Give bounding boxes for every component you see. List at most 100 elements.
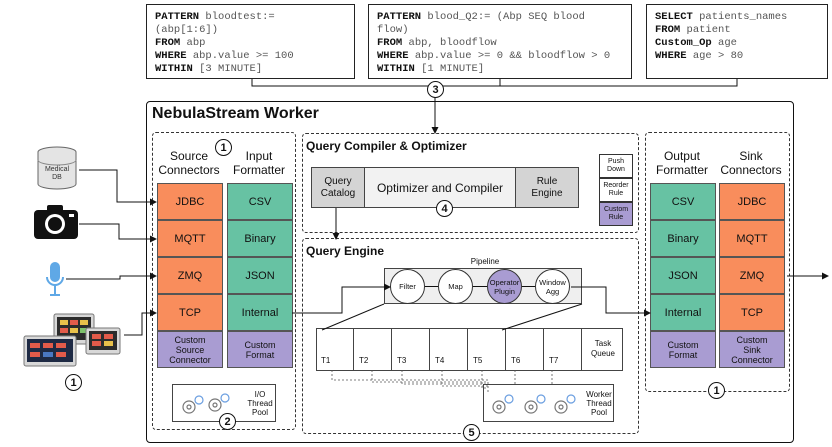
task-cell: T5 — [468, 328, 506, 371]
source-connectors-title: Source Connectors — [158, 149, 220, 177]
rule-reorder: Reorder Rule — [599, 178, 633, 202]
query-compiler-title: Query Compiler & Optimizer — [306, 139, 467, 153]
query-text: patient — [680, 24, 731, 36]
query-line: WITHIN [3 MINUTE] — [155, 63, 346, 76]
task-cell: T7 — [544, 328, 582, 371]
output-format-1: Binary — [650, 220, 716, 257]
pipeline-operator-1: Map — [438, 269, 473, 304]
marker-5: 5 — [463, 424, 480, 441]
worker-title: NebulaStream Worker — [152, 105, 319, 122]
pipeline-label: Pipeline — [470, 256, 500, 266]
camera-icon — [33, 204, 79, 240]
query-line: PATTERN bloodtest:= — [155, 11, 346, 24]
query-keyword: SELECT — [655, 11, 693, 23]
query-text: [1 MINUTE] — [414, 63, 485, 75]
query-text: bloodtest:= — [199, 11, 275, 23]
query-line: FROM patient — [655, 24, 819, 37]
pipeline-link — [425, 286, 438, 287]
query-keyword: FROM — [655, 24, 681, 36]
task-queue-box — [316, 328, 623, 371]
gear-icons-worker — [492, 400, 568, 414]
query-text: patients_names — [692, 11, 788, 23]
query-text: [3 MINUTE] — [192, 63, 263, 75]
query-catalog: Query Catalog — [311, 167, 365, 208]
query-text: age > 80 — [686, 50, 744, 62]
output-formatter-title: Output Formatter — [655, 149, 708, 177]
task-cell: T3 — [392, 328, 430, 371]
query-line: flow) — [377, 24, 623, 37]
patient-monitors-icon — [22, 312, 124, 368]
query-text: age — [711, 37, 737, 49]
query-engine-title: Query Engine — [306, 244, 385, 258]
query-text: abp, bloodflow — [402, 37, 497, 49]
source-connector-0: JDBC — [157, 183, 223, 220]
task-cell: T6 — [506, 328, 544, 371]
task-cell: T4 — [430, 328, 468, 371]
query-line: Custom_Op age — [655, 37, 819, 50]
pipeline-operator-3: Window Agg — [535, 269, 570, 304]
source-connector-1: MQTT — [157, 220, 223, 257]
rule-engine: Rule Engine — [515, 167, 579, 208]
query-line: PATTERN blood_Q2:= (Abp SEQ blood — [377, 11, 623, 24]
query-line: WITHIN [1 MINUTE] — [377, 63, 623, 76]
sink-connector-1: MQTT — [719, 220, 785, 257]
optimizer-and-compiler: Optimizer and Compiler — [376, 180, 504, 195]
worker-thread-pool-box — [483, 384, 614, 422]
query-text: flow) — [377, 24, 409, 36]
pipeline-link — [473, 286, 487, 287]
marker-4: 4 — [436, 200, 453, 217]
sink-connector-0: JDBC — [719, 183, 785, 220]
query-keyword: WHERE — [155, 50, 187, 62]
input-format-0: CSV — [227, 183, 293, 220]
query-line: WHERE abp.value >= 100 — [155, 50, 346, 63]
output-format-0: CSV — [650, 183, 716, 220]
query-keyword: FROM — [155, 37, 181, 49]
task-cell: T2 — [354, 328, 392, 371]
source-connector-4: Custom Source Connector — [157, 331, 223, 368]
query-line: WHERE abp.value >= 0 && bloodflow > 0 — [377, 50, 623, 63]
input-format-4: Custom Format — [227, 331, 293, 368]
task-cell: T1 — [316, 328, 354, 371]
query-line: FROM abp, bloodflow — [377, 37, 623, 50]
output-format-3: Internal — [650, 294, 716, 331]
io-thread-pool-label: I/O Thread Pool — [247, 389, 273, 417]
query-text: abp — [180, 37, 206, 49]
query-keyword: FROM — [377, 37, 403, 49]
microphone-icon — [45, 261, 65, 297]
output-format-4: Custom Format — [650, 331, 716, 368]
marker-1-sources: 1 — [65, 374, 82, 391]
input-format-2: JSON — [227, 257, 293, 294]
input-format-3: Internal — [227, 294, 293, 331]
source-connector-3: TCP — [157, 294, 223, 331]
query-keyword: PATTERN — [155, 11, 200, 23]
gear-icons-io — [182, 398, 222, 414]
rule-push-down: Push Down — [599, 154, 633, 178]
medical-db-icon — [36, 146, 78, 192]
query-text: (abp[1:6]) — [155, 24, 219, 36]
query-keyword: WHERE — [377, 50, 409, 62]
task-queue-label: Task Queue — [590, 339, 616, 358]
query-keyword: Custom_Op — [655, 37, 712, 49]
marker-1-input: 1 — [215, 139, 232, 156]
rule-custom: Custom Rule — [599, 202, 633, 226]
query-keyword: WITHIN — [155, 63, 193, 75]
output-format-2: JSON — [650, 257, 716, 294]
pipeline-operator-2: Operator Plugin — [487, 269, 522, 304]
query-keyword: WITHIN — [377, 63, 415, 75]
query-line: (abp[1:6]) — [155, 24, 346, 37]
query-line: WHERE age > 80 — [655, 50, 819, 63]
marker-3: 3 — [427, 81, 444, 98]
query-text: abp.value >= 100 — [186, 50, 294, 62]
query-text: abp.value >= 0 && bloodflow > 0 — [408, 50, 611, 62]
medical-db-label: Medical DB — [44, 166, 70, 181]
input-format-1: Binary — [227, 220, 293, 257]
worker-thread-pool-label: Worker Thread Pool — [586, 389, 612, 417]
query-keyword: PATTERN — [377, 11, 422, 23]
query-line: SELECT patients_names — [655, 11, 819, 24]
sink-connector-2: ZMQ — [719, 257, 785, 294]
query-compiler-section — [302, 133, 639, 233]
